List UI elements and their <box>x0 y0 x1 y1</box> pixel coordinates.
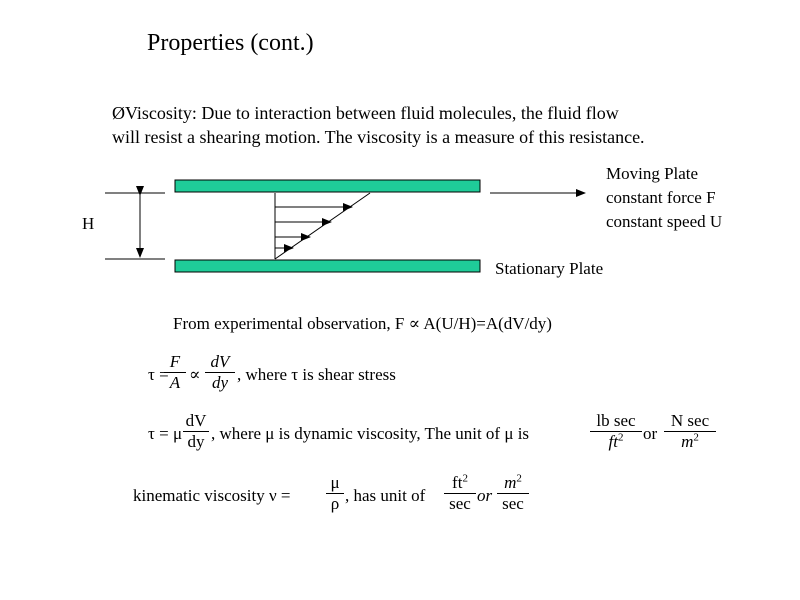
fraction-bar <box>664 431 716 432</box>
eq2-where-text: , where μ is dynamic viscosity, The unit… <box>211 424 530 443</box>
eq3-unit2-den: sec <box>502 494 524 513</box>
moving-plate <box>174 179 481 193</box>
eq3-or: or <box>477 486 493 505</box>
page-title: Properties (cont.) <box>147 30 314 56</box>
eq2-fraction-dv-dy: dV dy <box>183 411 209 452</box>
eq3-rho: ρ <box>330 494 340 513</box>
fraction-bar <box>183 431 209 432</box>
equals-sign: = <box>159 424 169 443</box>
eq3-has-unit-text: , has unit of <box>345 486 426 505</box>
eq1-fraction-f-a: F A <box>164 352 186 393</box>
eq3-unit-m2-sec: m2 sec <box>497 473 529 514</box>
constant-force-label: constant force F <box>606 188 716 207</box>
eq3-fraction-mu-rho: μ ρ <box>326 473 344 514</box>
arrow-bullet-icon: Ø <box>112 103 125 123</box>
fraction-bar <box>326 493 344 494</box>
eq3-unit1-den: sec <box>449 494 471 513</box>
eq2-unit2-num: N sec <box>670 411 710 430</box>
constant-speed-label: constant speed U <box>606 212 723 231</box>
stationary-plate <box>174 259 481 273</box>
fraction-bar <box>497 493 529 494</box>
eq1-denominator: A <box>169 373 181 392</box>
bullet-text-1: Viscosity: Due to interaction between fl… <box>125 103 619 123</box>
eq2-unit-n-sec-m2: N sec m2 <box>664 411 716 452</box>
eq2-unit1-exp: 2 <box>617 431 624 444</box>
tau-symbol: τ <box>148 365 155 384</box>
equals-sign: = <box>280 486 291 505</box>
eq2-lhs: τ = μ <box>148 424 182 444</box>
eq1-proportional: ∝ <box>189 365 201 384</box>
eq2-dv: dV <box>185 411 207 430</box>
eq3-unit2-exp: 2 <box>516 472 522 485</box>
eq1-dv: dV <box>210 352 230 371</box>
eq2-unit1-den: ft <box>608 432 618 451</box>
nu-symbol: ν <box>268 486 277 505</box>
moving-plate-label: Moving Plate <box>606 164 699 183</box>
fraction-bar <box>444 493 476 494</box>
mu-symbol: μ <box>172 424 183 443</box>
eq2-or: or <box>643 424 658 443</box>
velocity-profile <box>274 192 371 260</box>
eq3-mu: μ <box>330 473 340 492</box>
eq3-unit2-num: m <box>504 473 517 492</box>
bullet-line-2: will resist a shearing motion. The visco… <box>112 127 645 147</box>
bullet-line-1: ØViscosity: Due to interaction between f… <box>112 102 619 125</box>
eq3-lhs: kinematic viscosity ν = <box>133 486 291 506</box>
fraction-bar <box>205 372 235 373</box>
eq2-unit1-num: lb sec <box>596 411 636 430</box>
tau-symbol: τ <box>148 424 155 443</box>
eq2-unit2-den: m <box>681 432 694 451</box>
eq3-unit-ft2-sec: ft2 sec <box>444 473 476 514</box>
eq1-dy: dy <box>211 373 229 392</box>
eq3-unit1-exp: 2 <box>462 472 468 485</box>
eq1-lhs: τ = <box>148 365 169 385</box>
eq2-unit-lb-sec-ft2: lb sec ft2 <box>590 411 642 452</box>
stationary-plate-label: Stationary Plate <box>495 259 604 278</box>
eq1-numerator: F <box>169 352 181 371</box>
fraction-bar <box>590 431 642 432</box>
height-label: H <box>82 214 95 233</box>
equals-sign: = <box>159 365 169 384</box>
eq1-fraction-dv-dy: dV dy <box>205 352 235 393</box>
fraction-bar <box>164 372 186 373</box>
eq2-dy: dy <box>187 432 205 451</box>
eq3-unit1-num: ft <box>452 473 463 492</box>
eq1-where-text: , where τ is shear stress <box>237 365 396 384</box>
eq2-unit2-exp: 2 <box>693 431 699 444</box>
eq3-label: kinematic viscosity <box>133 486 265 505</box>
observation-text: From experimental observation, F ∝ A(U/H… <box>173 314 552 333</box>
